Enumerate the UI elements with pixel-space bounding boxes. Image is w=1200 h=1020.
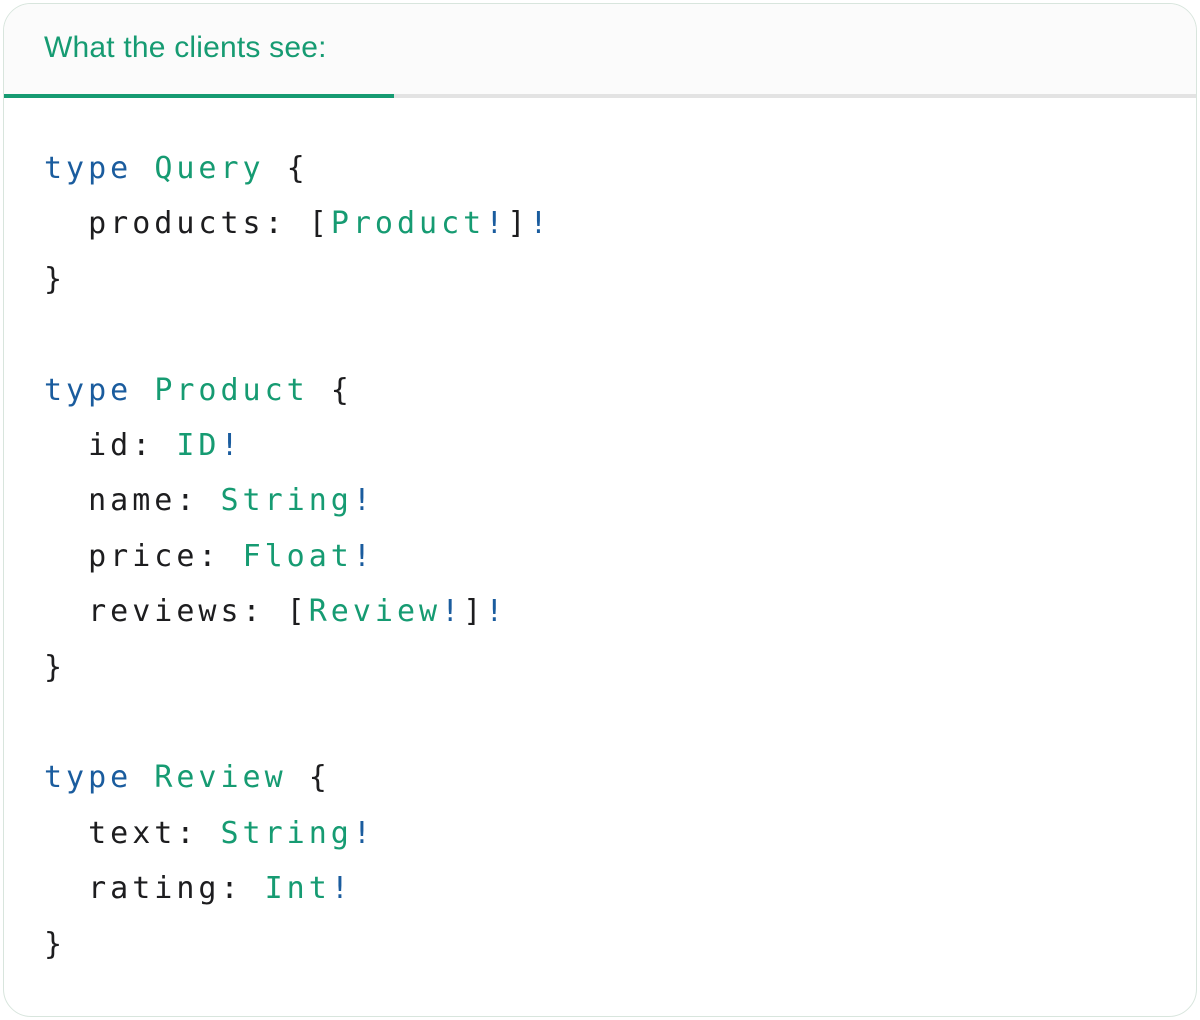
code-token: !: [441, 594, 464, 630]
code-token: [132, 760, 154, 795]
code-token: ]: [463, 594, 486, 630]
code-line: text: String!: [44, 806, 1166, 861]
code-token: !: [529, 206, 552, 242]
code-token: id:: [44, 428, 177, 464]
code-line: name: String!: [44, 473, 1166, 528]
code-token: String: [220, 483, 353, 519]
graphql-schema-code: type Query { products: [Product!]!} type…: [44, 141, 1166, 972]
tab-label: What the clients see:: [44, 31, 327, 64]
code-token: Review: [154, 760, 287, 796]
code-token: name:: [44, 483, 221, 519]
tab-what-clients-see[interactable]: What the clients see:: [44, 31, 327, 64]
code-token: text:: [44, 815, 221, 851]
code-token: }: [44, 649, 67, 685]
code-token: {: [264, 151, 309, 186]
code-token: Float: [242, 538, 353, 574]
code-token: }: [44, 926, 67, 962]
code-token: Product: [330, 206, 486, 242]
code-token: !: [352, 815, 375, 851]
code-token: ID: [176, 428, 221, 464]
code-token: type: [44, 372, 133, 408]
code-line: }: [44, 252, 1166, 307]
code-token: {: [286, 760, 331, 796]
code-token: }: [44, 261, 67, 297]
code-token: Int: [264, 871, 331, 907]
code-line: rating: Int!: [44, 861, 1166, 916]
code-line: }: [44, 640, 1166, 695]
active-tab-underline: [4, 94, 394, 98]
code-token: !: [330, 871, 353, 907]
code-token: reviews: [: [44, 594, 309, 630]
card-header: What the clients see:: [4, 4, 1196, 94]
code-token: type: [44, 760, 133, 796]
code-area: type Query { products: [Product!]!} type…: [4, 98, 1196, 1002]
tab-divider: [4, 94, 1196, 98]
code-line: type Product {: [44, 363, 1166, 418]
code-token: !: [352, 483, 375, 519]
code-token: !: [352, 538, 375, 574]
code-token: [132, 151, 154, 186]
code-token: !: [485, 206, 508, 242]
code-token: !: [485, 594, 508, 630]
code-token: [132, 373, 154, 408]
schema-card: What the clients see: type Query { produ…: [3, 3, 1197, 1017]
code-token: type: [44, 151, 133, 186]
code-token: products: [: [44, 206, 331, 242]
code-token: Product: [154, 372, 309, 408]
code-line: type Query {: [44, 141, 1166, 196]
code-line: [44, 695, 1166, 750]
code-line: }: [44, 917, 1166, 972]
code-line: products: [Product!]!: [44, 196, 1166, 251]
code-token: Review: [308, 594, 442, 630]
code-token: rating:: [44, 871, 265, 907]
code-token: String: [220, 815, 353, 851]
code-token: price:: [44, 538, 243, 574]
code-token: {: [308, 372, 353, 408]
code-line: type Review {: [44, 750, 1166, 805]
code-line: reviews: [Review!]!: [44, 584, 1166, 639]
code-line: [44, 307, 1166, 362]
code-line: id: ID!: [44, 418, 1166, 473]
code-line: price: Float!: [44, 529, 1166, 584]
code-token: Query: [154, 151, 265, 186]
code-token: ]: [507, 206, 530, 242]
code-token: !: [220, 428, 243, 464]
